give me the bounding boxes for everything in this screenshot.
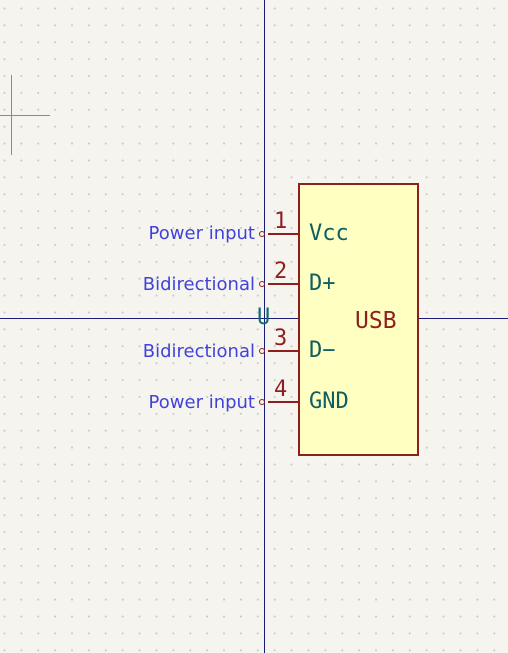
pin-name: D+ (309, 271, 336, 296)
pin-line[interactable] (268, 283, 298, 285)
pin-electrical-type: Bidirectional (142, 274, 255, 295)
crosshair-cursor-horizontal (0, 115, 50, 116)
pin-line[interactable] (268, 401, 298, 403)
component-value[interactable]: USB (355, 308, 397, 334)
origin-axis-vertical (264, 0, 266, 653)
crosshair-cursor-vertical (11, 75, 12, 155)
pin-electrical-type: Bidirectional (142, 341, 255, 362)
pin-name: Vcc (309, 221, 349, 246)
pin-connection-point[interactable] (259, 231, 265, 237)
pin-line[interactable] (268, 350, 298, 352)
pin-electrical-type: Power input (148, 223, 255, 244)
pin-number: 3 (274, 326, 288, 351)
pin-line[interactable] (268, 233, 298, 235)
pin-connection-point[interactable] (259, 281, 265, 287)
pin-number: 4 (274, 377, 288, 402)
pin-connection-point[interactable] (259, 399, 265, 405)
symbol-body[interactable] (298, 183, 419, 456)
reference-designator[interactable]: U (257, 305, 271, 330)
pin-electrical-type: Power input (148, 392, 255, 413)
pin-name: D− (309, 338, 336, 363)
pin-number: 2 (274, 259, 288, 284)
pin-number: 1 (274, 209, 288, 234)
pin-connection-point[interactable] (259, 348, 265, 354)
pin-name: GND (309, 389, 349, 414)
origin-axis-horizontal (0, 318, 508, 320)
